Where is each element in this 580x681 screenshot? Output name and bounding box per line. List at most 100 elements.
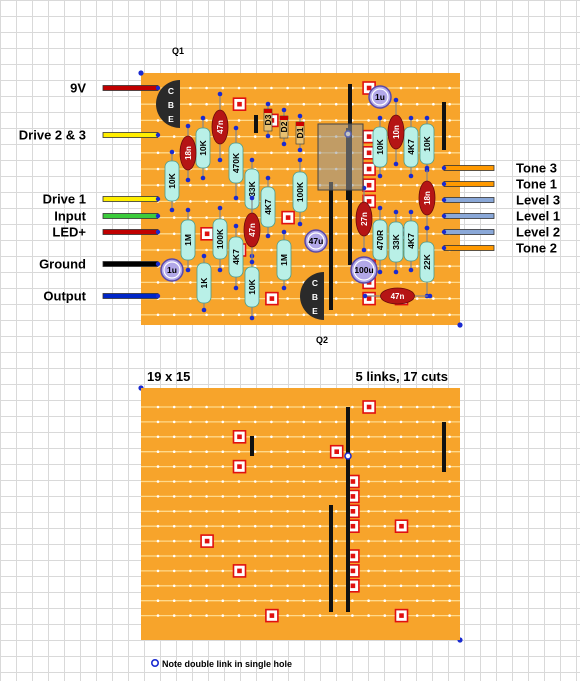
strip-hole [237,200,241,203]
strip-hole [432,281,435,284]
strip-hole [432,524,435,528]
strip-hole [432,313,435,317]
strip-hole [383,510,387,513]
strip-hole [415,86,419,90]
strip-hole [334,86,338,90]
strip-hole [448,539,451,543]
track-cut-center [350,509,356,514]
transistor-q1-label: Q1 [172,46,184,56]
strip-hole [432,232,435,236]
offboard-wire [102,261,159,267]
strip-hole [270,569,273,573]
strip-hole [237,216,241,219]
strip-hole [415,584,419,588]
strip-hole [318,539,322,543]
strip-hole [318,569,322,573]
resistor-value: 4K7 [406,139,416,155]
strip-hole [221,405,225,409]
strip-hole [270,450,273,454]
lead-pad [377,115,383,121]
strip-hole [415,405,419,409]
resistor-value: 470R [375,230,385,250]
wire-pad [441,165,447,171]
track-cut-center [366,166,372,172]
strip-hole [367,599,370,602]
strip-hole [189,465,192,468]
strip-hole [302,313,306,317]
film-capacitor [211,109,229,145]
strip-hole [334,297,338,300]
strip-hole [334,569,338,573]
transistor-q2-label: Q2 [316,335,328,345]
strip-hole [286,539,289,543]
strip-hole [448,480,451,483]
resistor-value: 1M [183,234,193,246]
capacitor-value: 100u [354,265,373,275]
diode-band [280,116,288,120]
strip-hole [318,435,322,439]
strip-hole [156,480,160,483]
capacitor-value: 18n [184,146,193,160]
resistor-value: 1M [279,254,289,266]
strip-hole [156,420,160,424]
strip-hole [415,614,419,617]
strip-hole [237,119,241,122]
lead-pad [265,233,271,239]
strip-hole [448,495,451,498]
strip-hole [237,86,241,90]
strip-hole [286,297,289,300]
resistor [388,221,404,263]
strip-hole [448,569,451,573]
wire-pad [155,132,161,138]
resistor-value: 33K [247,180,257,196]
strip-hole [318,599,322,602]
strip-hole [399,313,403,317]
strip-hole [383,405,387,409]
track-cut-center [269,296,275,301]
strip-hole [253,554,257,558]
wire-pad [155,229,161,235]
strip-hole [383,200,387,203]
capacitor-value: 27n [360,212,369,226]
strip-hole [399,167,403,171]
strip-hole [302,86,306,90]
wire-pad [441,181,447,187]
track-cut-center [237,568,242,574]
lead-pad [281,141,287,147]
strip-hole [172,405,176,409]
strip-hole [172,297,176,300]
strip-hole [432,405,435,409]
strip-hole [189,183,192,187]
lead-pad [408,209,414,215]
strip-hole [253,151,257,155]
track-cut-center [366,134,372,139]
strip-hole [334,420,338,424]
strip-hole [399,405,403,409]
strip-hole [399,216,403,219]
lead-pad [281,229,287,235]
wire-pad [155,213,161,219]
strip-hole [221,450,225,454]
strip-hole [367,102,370,106]
strip-hole [253,599,257,602]
offboard-wire [102,196,159,202]
strip-hole [221,480,225,483]
strip-hole [205,584,208,588]
strip-hole [286,102,289,106]
strip-hole [189,264,192,268]
resistor-value: 4K7 [231,249,241,265]
strip-hole [334,119,338,122]
resistor-value: 33K [391,233,401,249]
strip-hole [286,569,289,573]
strip-hole [302,524,306,528]
strip-hole [351,450,354,454]
strip-hole [270,183,273,187]
strip-hole [334,554,338,558]
strip-hole [432,554,435,558]
strip-hole [156,524,160,528]
transistor-pin-label: C [168,86,174,96]
strip-hole [383,183,387,187]
strip-hole [221,297,225,300]
track-cut-center [399,613,404,618]
strip-hole [253,465,257,468]
